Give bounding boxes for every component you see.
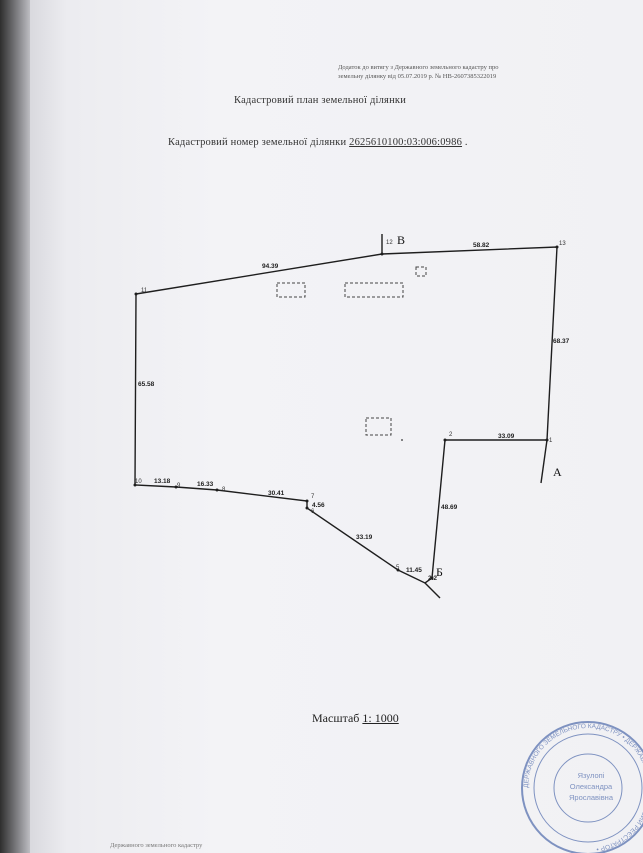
boundary-letter-v: В xyxy=(397,233,405,247)
point-number-7: 7 xyxy=(311,494,315,500)
distance-label-inner-v: 48.69 xyxy=(441,504,458,511)
header-line-1: Додаток до витягу з Державного земельног… xyxy=(338,64,499,71)
cadastral-number: 2625610100:03:006:0986 xyxy=(349,137,463,148)
distance-label-8-7: 30.41 xyxy=(268,490,285,497)
point-number-5: 5 xyxy=(396,565,400,571)
distance-label-top-right: 58.82 xyxy=(473,242,490,249)
distance-label-9-8: 16.33 xyxy=(197,481,214,488)
parcel-boundary xyxy=(134,234,558,599)
document-title: Кадастровий план земельної ділянки xyxy=(234,95,407,106)
distance-label-4-3: 2.2 xyxy=(428,575,437,582)
scale-value: 1: 1000 xyxy=(362,711,399,725)
point-number-2: 2 xyxy=(449,432,453,438)
distance-label-5-4: 11.45 xyxy=(406,567,422,574)
distance-label-inner-h: 33.09 xyxy=(498,433,515,440)
point-number-13: 13 xyxy=(559,241,566,247)
cadastral-line: Кадастровий номер земельної ділянки 2625… xyxy=(168,137,468,148)
plan-dot xyxy=(401,439,403,441)
stamp-name-2: Олександра xyxy=(570,782,613,791)
distance-label-right: 68.37 xyxy=(553,338,570,345)
document-page xyxy=(30,0,643,853)
distance-label-7-6: 4.56 xyxy=(312,502,325,509)
vertex-markers xyxy=(133,245,559,580)
scale-label: Масштаб xyxy=(312,711,360,725)
distance-label-left: 65.58 xyxy=(138,381,155,388)
header-line-2: земельну ділянку від 05.07.2019 р. № НВ-… xyxy=(338,73,497,80)
distance-label-6-5: 33.19 xyxy=(356,534,373,541)
point-number-1: 1 xyxy=(549,438,553,444)
point-number-10: 10 xyxy=(135,479,142,485)
distance-label-10-9: 13.18 xyxy=(154,478,171,485)
footer-text: Державного земельного кадастру xyxy=(110,842,203,849)
official-stamp: ДЕРЖАВНОГО ЗЕМЕЛЬНОГО КАДАСТРУ • ДЕРЖАВН… xyxy=(521,721,643,853)
scale-line: Масштаб 1: 1000 xyxy=(312,711,399,726)
cadastral-tail: . xyxy=(464,137,468,148)
page-left-shadow xyxy=(0,0,30,853)
stamp-name-3: Ярославівна xyxy=(569,793,614,802)
boundary-letter-a: А xyxy=(553,465,562,479)
point-number-11: 11 xyxy=(141,288,148,294)
stamp-name-1: Язулопі xyxy=(578,771,605,780)
point-number-9: 9 xyxy=(177,483,181,489)
point-number-8: 8 xyxy=(222,487,226,493)
distance-label-top-left: 94.39 xyxy=(262,263,279,270)
point-number-12: 12 xyxy=(386,240,393,246)
boundary-letter-b: Б xyxy=(436,565,443,579)
cadastral-label: Кадастровий номер земельної ділянки xyxy=(168,137,347,148)
point-number-6: 6 xyxy=(311,509,315,515)
buildings xyxy=(276,266,427,436)
